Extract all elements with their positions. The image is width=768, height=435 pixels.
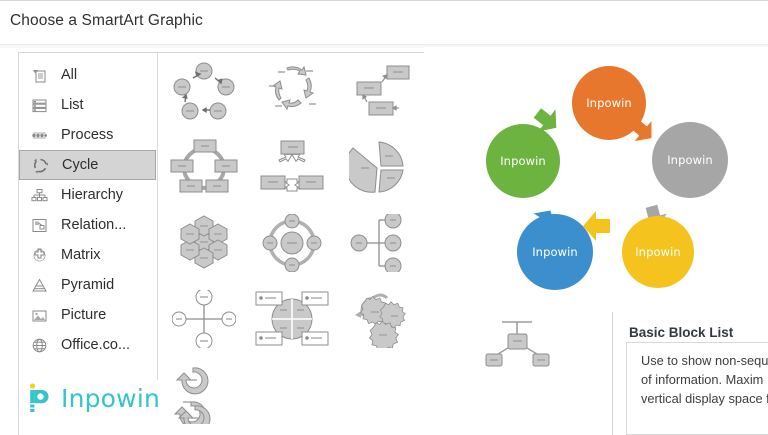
sidebar-item-label: Office.co... [61,337,131,353]
gears-icon [355,293,406,348]
thumb-non-directional-cycle[interactable] [160,129,248,205]
cycle-arrows-ring-icon [269,65,316,111]
picture-icon [32,310,47,321]
sidebar-item-process[interactable]: Process [19,120,156,150]
arrow-left-to-top [533,108,557,132]
cycle-node-right[interactable]: Inpowin [652,122,728,198]
quad-pie-boxes-icon [255,291,329,346]
thumb-segmented-cycle[interactable] [336,129,424,205]
cycle-node-label: Inpowin [586,96,632,110]
sidebar-item-relationship[interactable]: Relation... [19,210,156,240]
cycle-node-label: Inpowin [532,245,578,259]
ring-4-nodes-icon [262,214,322,272]
brand-logo: Inpowin [26,382,160,414]
thumb-radial-cluster[interactable] [160,357,248,433]
gallery-cell-empty [336,357,424,433]
boxes-diagonal-icon [356,65,410,116]
cycle-node-left[interactable]: Inpowin [486,124,560,198]
sidebar-item-label: Cycle [62,157,99,173]
cycle-node-label: Inpowin [500,154,546,168]
thumb-basic-cycle[interactable] [160,53,248,129]
cycle-node-top[interactable]: Inpowin [572,66,646,140]
brand-name: Inpowin [61,383,161,413]
thumb-continuous-cycle[interactable] [248,129,336,205]
gallery-row [160,205,424,281]
sidebar-item-label: Picture [61,307,107,323]
dialog-title: Choose a SmartArt Graphic [10,12,203,29]
tri-boxes-arrows-icon [260,140,324,192]
node-branch-icon [350,214,402,272]
description-line-1: Use to show non-sequ [641,353,768,368]
thumb-block-cycle-matrix[interactable] [336,205,424,281]
thumb-radial-venn[interactable] [248,281,336,357]
title-divider [0,44,768,45]
sidebar-item-cycle[interactable]: Cycle [19,150,156,180]
sidebar-item-label: Relation... [61,217,127,233]
globe-icon [32,338,47,352]
cycle-node-label: Inpowin [635,245,681,259]
gallery-cell-empty [248,357,336,433]
smartart-gallery [160,53,424,435]
sidebar-item-label: Matrix [61,247,101,263]
sidebar-item-hierarchy[interactable]: Hierarchy [19,180,156,210]
arrow-bottom-right-to-bottom-left [583,211,610,241]
segment-wedges-icon [349,141,404,193]
process-icon [32,132,47,138]
description-text: Use to show non-sequ of information. Max… [641,351,768,408]
sidebar-item-office-com[interactable]: Office.co... [19,330,156,360]
gallery-row [160,281,424,357]
thumb-text-cycle[interactable] [248,53,336,129]
sidebar-item-matrix[interactable]: Matrix [19,240,156,270]
description-line-2: of information. Maxim [641,372,764,387]
category-gallery-divider [157,53,158,380]
description-box: Use to show non-sequ of information. Max… [626,342,768,435]
thumb-basic-radial[interactable] [160,281,248,357]
spiral-arrows-icon [173,367,211,424]
sidebar-item-picture[interactable]: Picture [19,300,156,330]
thumb-multidirectional-cycle[interactable] [160,205,248,281]
description-panel: Basic Block List Use to show non-sequ of… [612,312,768,435]
sidebar-item-label: All [61,67,78,83]
description-title: Basic Block List [629,325,734,340]
cycle-preview-diagram: Inpowin Inpowin Inpowin Inpowin Inpowin [468,58,748,306]
cycle-node-label: Inpowin [667,153,713,167]
thumb-gear[interactable] [336,281,424,357]
cycle-node-bottom-left[interactable]: Inpowin [517,214,593,290]
hierarchy-icon [31,188,48,201]
matrix-icon [33,247,46,261]
thumb-hierarchy-partial[interactable] [484,318,562,374]
sidebar-item-all[interactable]: All [19,60,156,90]
sidebar-item-label: List [61,97,84,113]
category-list: All List Process [19,60,156,360]
gallery-row [160,357,424,433]
thumb-basic-pie[interactable] [248,205,336,281]
sidebar-item-pyramid[interactable]: Pyramid [19,270,156,300]
sidebar-item-label: Process [61,127,114,143]
relationship-icon [32,218,47,232]
thumb-block-cycle[interactable] [336,53,424,129]
cycle-icon [34,158,48,174]
gallery-row [160,53,424,129]
sidebar-item-label: Pyramid [61,277,115,293]
cycle-5-boxes-icon [170,139,238,193]
radial-4-circles-icon [172,290,236,348]
sidebar-item-list[interactable]: List [19,90,156,120]
sidebar-item-label: Hierarchy [61,187,124,203]
title-divider-shadow [0,45,768,48]
description-line-3: vertical display space f [641,391,768,406]
cycle-node-bottom-right[interactable]: Inpowin [622,216,694,288]
pyramid-icon [32,277,47,291]
window-top-border [0,0,768,1]
all-icon [33,69,46,82]
hex-cluster-icon [180,215,228,269]
list-icon [32,99,47,112]
gallery-row [160,129,424,205]
cycle-5-circles-icon [173,62,235,120]
inpowin-p-mark-icon [29,383,49,412]
